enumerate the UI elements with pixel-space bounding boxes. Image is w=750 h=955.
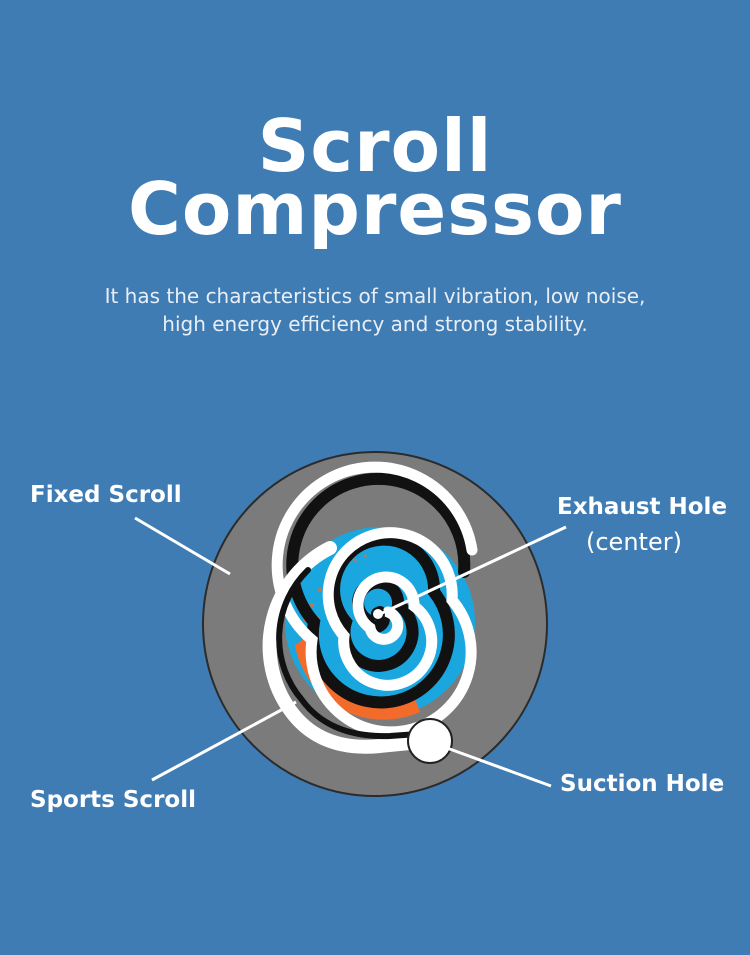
fixed-scroll-wrap	[286, 472, 471, 709]
leader-sports-scroll	[151, 700, 297, 782]
page-title-line-1: Scroll	[257, 104, 493, 188]
label-exhaust-hole: Exhaust Hole	[557, 494, 728, 520]
label-fixed-scroll: Fixed Scroll	[30, 482, 182, 508]
sports-scroll-wrap	[271, 461, 478, 738]
leader-suction-hole	[446, 746, 552, 788]
label-sports-scroll: Sports Scroll	[30, 787, 196, 813]
subtitle-line-1: It has the characteristics of small vibr…	[104, 284, 646, 308]
subtitle-line-2: high energy efficiency and strong stabil…	[162, 312, 588, 336]
page-title-line-2: Compressor	[128, 167, 622, 251]
page-subtitle: It has the characteristics of small vibr…	[40, 282, 710, 338]
exhaust-hole	[371, 607, 385, 621]
label-exhaust-note: (center)	[586, 528, 682, 556]
leader-exhaust-hole	[379, 525, 567, 616]
scroll-outer-arm-black	[276, 567, 421, 740]
scroll-outer-arm	[262, 541, 427, 754]
leader-fixed-scroll	[134, 516, 231, 576]
label-suction-hole: Suction Hole	[560, 771, 725, 797]
suction-hole	[407, 718, 453, 764]
